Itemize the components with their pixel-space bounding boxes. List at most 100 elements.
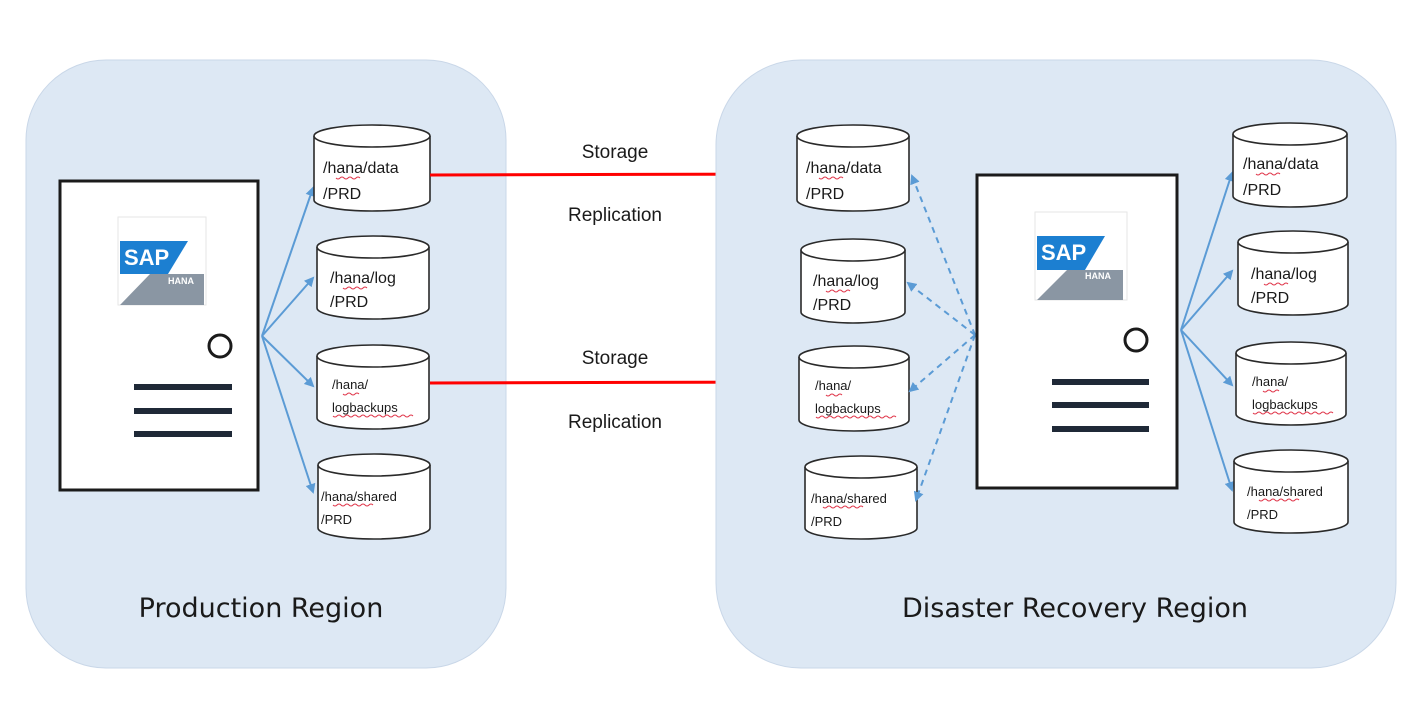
dr-region: Disaster Recovery Region /hana/data /PRD…	[715, 59, 1397, 669]
spellcheck-underline	[332, 414, 414, 418]
volume-cylinder-body	[798, 357, 910, 432]
volume-cylinder-body	[800, 250, 906, 324]
dr-local-volume-log: /hana/log /PRD	[1237, 230, 1349, 316]
production-connectors	[261, 186, 316, 494]
standby-connector-arrow	[908, 334, 976, 393]
volume-label-log-line1: /hana/log	[1251, 266, 1317, 283]
sap-logo-text: SAP	[124, 245, 169, 270]
spellcheck-underline	[1255, 172, 1281, 176]
volume-cylinder-top	[1232, 122, 1348, 146]
volume-cylinder-top	[316, 235, 430, 259]
volume-cylinder-body	[316, 356, 430, 430]
spellcheck-underline	[342, 392, 360, 396]
prod-volume-logbackups: /hana/ logbackups	[316, 344, 430, 430]
volume-label-shared-line2: /PRD	[811, 514, 842, 529]
dr-volume-logbackups: /hana/ logbackups	[798, 345, 910, 432]
prod-volume-log: /hana/log /PRD	[316, 235, 430, 320]
dr-local-volume-logbackups: /hana/ logbackups	[1235, 341, 1347, 426]
spellcheck-underline	[335, 176, 361, 180]
volume-label-data-line1: /hana/data	[806, 160, 882, 177]
connector-arrow	[1180, 269, 1234, 331]
spellcheck-underline	[1262, 389, 1280, 393]
volume-label-shared-line2: /PRD	[321, 512, 352, 527]
volume-cylinder-top	[1233, 449, 1349, 473]
production-server: SAP HANA	[58, 179, 260, 492]
power-button-icon	[1123, 327, 1149, 353]
spellcheck-underline	[825, 289, 851, 293]
logo-shape	[120, 274, 204, 305]
volume-label-data-line1: /hana/data	[323, 160, 399, 177]
volume-cylinder-body	[1233, 461, 1349, 534]
power-button-icon	[207, 333, 233, 359]
standby-connector-arrow	[906, 281, 976, 336]
dr-local-volume-shared: /hana/shared /PRD	[1233, 449, 1349, 534]
connector-arrow	[261, 335, 315, 388]
connector-arrow	[261, 276, 315, 337]
volume-label-data-line2: /PRD	[1243, 182, 1281, 199]
spellcheck-underline	[818, 176, 844, 180]
hana-logo-text: HANA	[1085, 271, 1111, 281]
volume-label-logbackups-line1: /hana/	[332, 377, 369, 392]
volume-label-logbackups-line1: /hana/	[815, 378, 852, 393]
prod-volume-shared: /hana/shared /PRD	[317, 453, 431, 540]
sap-hana-logo: SAP HANA	[117, 216, 207, 306]
volume-label-logbackups-line1: /hana/	[1252, 374, 1289, 389]
volume-label-shared-line1: /hana/shared	[1247, 484, 1323, 499]
sap-logo-text: SAP	[1041, 240, 1086, 265]
volume-cylinder-top	[804, 455, 918, 479]
volume-cylinder-top	[313, 124, 431, 148]
production-region: Production Region SAP HANA	[25, 59, 507, 669]
connector-arrow	[1180, 171, 1235, 331]
volume-cylinder-body	[316, 247, 430, 320]
volume-label-shared-line2: /PRD	[1247, 507, 1278, 522]
spellcheck-underline	[342, 286, 368, 290]
dr-standby-connectors	[906, 174, 976, 502]
volume-cylinder-body	[804, 467, 918, 540]
volume-cylinder-top	[317, 453, 431, 477]
volume-cylinder-top	[796, 124, 910, 148]
connector-arrow	[1180, 329, 1234, 387]
volume-label-log-line1: /hana/log	[330, 270, 396, 287]
dr-volume-log: /hana/log /PRD	[800, 238, 906, 324]
sap-hana-logo: SAP HANA	[1034, 211, 1128, 301]
volume-cylinder-top	[800, 238, 906, 262]
spellcheck-underline	[822, 505, 864, 509]
hana-logo-text: HANA	[168, 276, 194, 286]
prod-volume-data: /hana/data /PRD	[313, 124, 431, 212]
volume-label-log-line2: /PRD	[1251, 290, 1289, 307]
volume-label-logbackups-line2: logbackups	[1252, 397, 1318, 412]
dr-region-label: Disaster Recovery Region	[902, 593, 1248, 624]
replication-label-line2: Replication	[568, 205, 662, 226]
production-region-label: Production Region	[139, 593, 384, 624]
volume-cylinder-body	[1235, 353, 1347, 426]
volume-cylinder-body	[317, 465, 431, 540]
volume-cylinder-body	[313, 136, 431, 212]
logo-shape	[120, 241, 188, 274]
volume-label-logbackups-line2: logbackups	[815, 401, 881, 416]
volume-label-data-line2: /PRD	[806, 186, 844, 203]
dr-local-volume-data: /hana/data /PRD	[1232, 122, 1348, 208]
volume-cylinder-body	[1237, 242, 1349, 316]
spellcheck-underline	[1258, 498, 1300, 502]
volume-label-shared-line1: /hana/shared	[321, 489, 397, 504]
dr-volume-shared: /hana/shared /PRD	[804, 455, 918, 540]
volume-cylinder-top	[1235, 341, 1347, 365]
logo-shape	[1037, 270, 1123, 300]
spellcheck-underline	[825, 393, 843, 397]
connector-arrow	[261, 335, 316, 494]
logo-shape	[1037, 236, 1105, 270]
volume-cylinder-top	[1237, 230, 1349, 254]
replication-label-line2: Replication	[568, 412, 662, 433]
spellcheck-underline	[815, 415, 897, 419]
volume-label-data-line2: /PRD	[323, 186, 361, 203]
volume-label-log-line2: /PRD	[813, 297, 851, 314]
volume-label-logbackups-line2: logbackups	[332, 400, 398, 415]
dr-volume-data: /hana/data /PRD	[796, 124, 910, 212]
dr-server: SAP HANA	[975, 173, 1179, 490]
spellcheck-underline	[332, 503, 374, 507]
volume-cylinder-top	[316, 344, 430, 368]
standby-connector-arrow	[913, 334, 976, 502]
volume-label-shared-line1: /hana/shared	[811, 491, 887, 506]
replication-label-line1: Storage	[582, 142, 649, 163]
